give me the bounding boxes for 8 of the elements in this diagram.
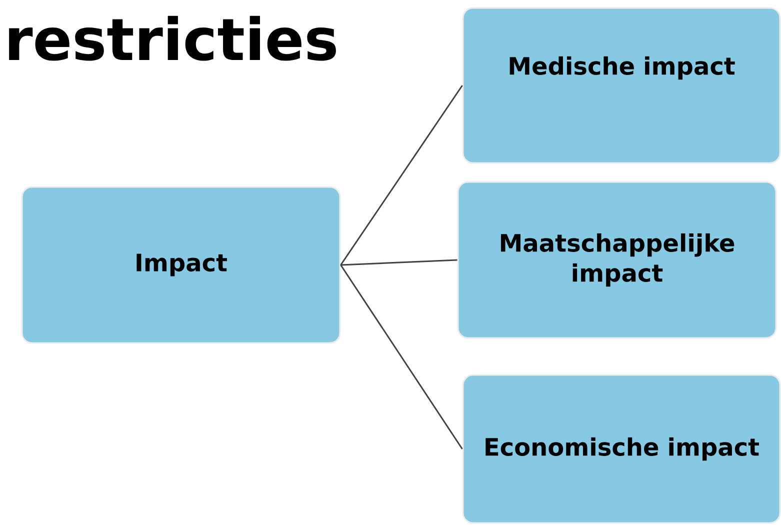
connector-line	[340, 85, 463, 266]
connector-line	[340, 264, 463, 450]
title: restricties	[9, 16, 336, 61]
process-box: Maatschappelijke impact	[457, 181, 777, 339]
process-box: Medische impact	[462, 7, 781, 164]
connector-line	[340, 259, 458, 266]
process-box: Economische impact	[462, 374, 781, 524]
process-box: Impact	[21, 186, 341, 344]
